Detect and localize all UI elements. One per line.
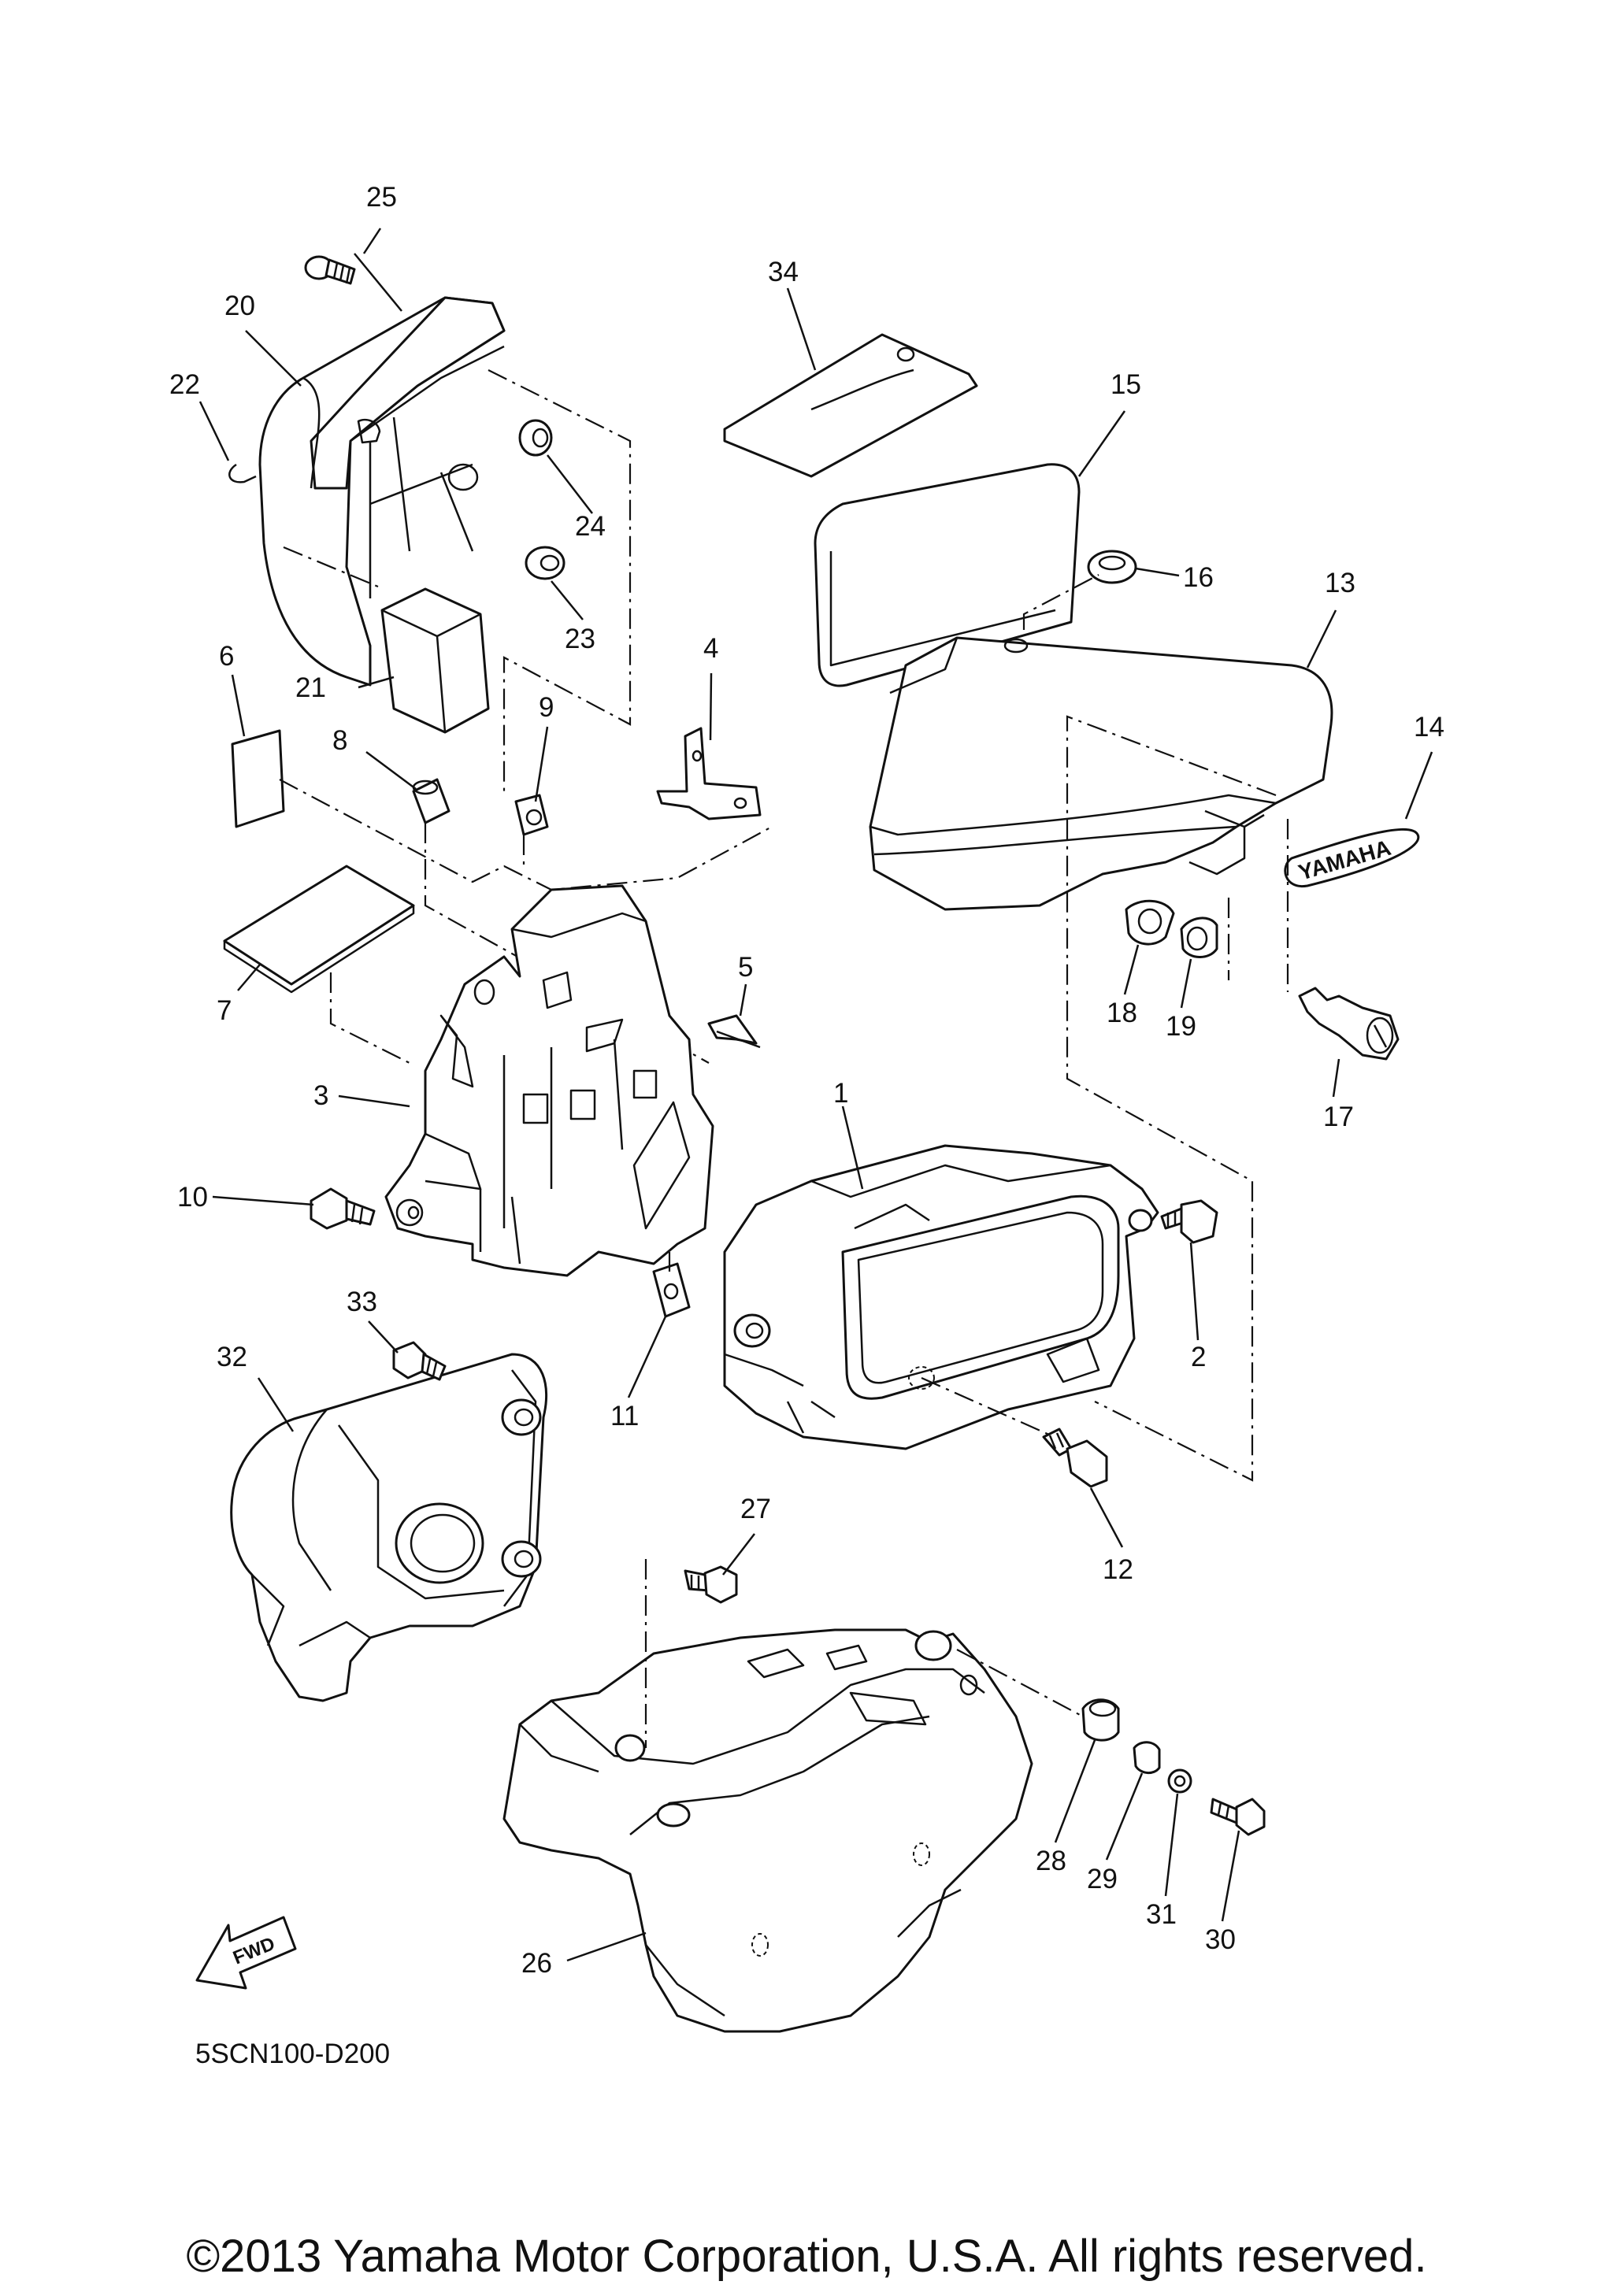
callout-25: 25 [366, 182, 397, 213]
leader-lines [198, 228, 1433, 1962]
part-14-yamaha-emblem: YAMAHA [1284, 828, 1420, 887]
callout-15: 15 [1111, 369, 1141, 400]
callout-17: 17 [1323, 1102, 1354, 1132]
callout-2: 2 [1191, 1342, 1206, 1372]
callout-10: 10 [177, 1182, 208, 1213]
part-22-clip [228, 463, 257, 483]
callout-29: 29 [1087, 1864, 1118, 1894]
callout-21: 21 [295, 672, 326, 703]
part-3-battery-box [384, 884, 714, 1277]
callout-14: 14 [1414, 712, 1444, 742]
part-21-foam-block [380, 587, 490, 734]
part-30-bolt [1210, 1798, 1266, 1836]
part-33-bolt [392, 1341, 447, 1381]
callout-13: 13 [1325, 568, 1355, 598]
callout-3: 3 [313, 1080, 328, 1111]
part-29-collar [1133, 1741, 1161, 1774]
part-31-washer [1167, 1768, 1192, 1794]
part-17-lock [1298, 987, 1400, 1061]
callout-27: 27 [740, 1494, 771, 1524]
callout-24: 24 [575, 511, 606, 542]
callout-30: 30 [1205, 1924, 1236, 1955]
callout-12: 12 [1103, 1554, 1133, 1585]
part-1-air-box [723, 1144, 1159, 1450]
part-26-crankcase-cover [502, 1628, 1033, 2033]
callout-labels: 1 2 3 4 5 6 7 8 9 10 11 12 13 14 15 16 1… [169, 182, 1444, 1979]
callout-9: 9 [539, 692, 554, 723]
callout-16: 16 [1183, 562, 1214, 593]
callout-8: 8 [332, 725, 347, 756]
part-7-pad [223, 865, 415, 994]
callout-32: 32 [217, 1342, 247, 1372]
callout-20: 20 [224, 291, 255, 321]
part-4-bracket [656, 727, 762, 820]
callout-23: 23 [565, 624, 595, 654]
callout-11: 11 [610, 1401, 639, 1431]
part-27-bolt [684, 1565, 738, 1604]
callout-6: 6 [219, 641, 234, 672]
callout-31: 31 [1146, 1899, 1177, 1930]
fwd-arrow-icon: FWD [195, 1916, 297, 1990]
part-18-nut [1125, 899, 1175, 946]
callout-34: 34 [768, 257, 799, 287]
part-20-side-cover [258, 296, 506, 687]
part-32-sprocket-cover [230, 1353, 548, 1702]
part-5-pin [707, 1014, 761, 1049]
callout-4: 4 [703, 633, 718, 664]
part-9-nut-clip [514, 794, 549, 836]
part-25-screw [304, 255, 356, 285]
callout-26: 26 [521, 1948, 552, 1979]
copyright-notice: ©2013 Yamaha Motor Corporation, U.S.A. A… [186, 2231, 1426, 2282]
part-34-cover-plate [723, 333, 978, 478]
part-10-bolt [310, 1187, 376, 1230]
callout-22: 22 [169, 369, 200, 400]
diagram-code: 5SCN100-D200 [195, 2039, 390, 2069]
part-24-grommet [518, 419, 553, 457]
part-13-large-side-cover [869, 636, 1333, 911]
part-19-grommet [1180, 917, 1218, 958]
callout-5: 5 [738, 952, 753, 983]
part-23-grommet [525, 546, 565, 580]
part-2-bolt [1160, 1199, 1218, 1244]
callout-1: 1 [833, 1078, 848, 1109]
part-12-bolt [1042, 1428, 1108, 1488]
callout-18: 18 [1107, 998, 1137, 1028]
part-28-grommet [1081, 1698, 1120, 1742]
callout-7: 7 [217, 995, 232, 1026]
callout-19: 19 [1166, 1011, 1196, 1042]
part-16-grommet [1087, 550, 1137, 584]
part-15-side-panel [814, 463, 1081, 687]
part-8-collar [412, 778, 451, 824]
part-6-pad [231, 729, 285, 828]
part-11-clip-nut [652, 1262, 691, 1318]
callout-28: 28 [1036, 1846, 1066, 1876]
callout-33: 33 [347, 1287, 377, 1317]
